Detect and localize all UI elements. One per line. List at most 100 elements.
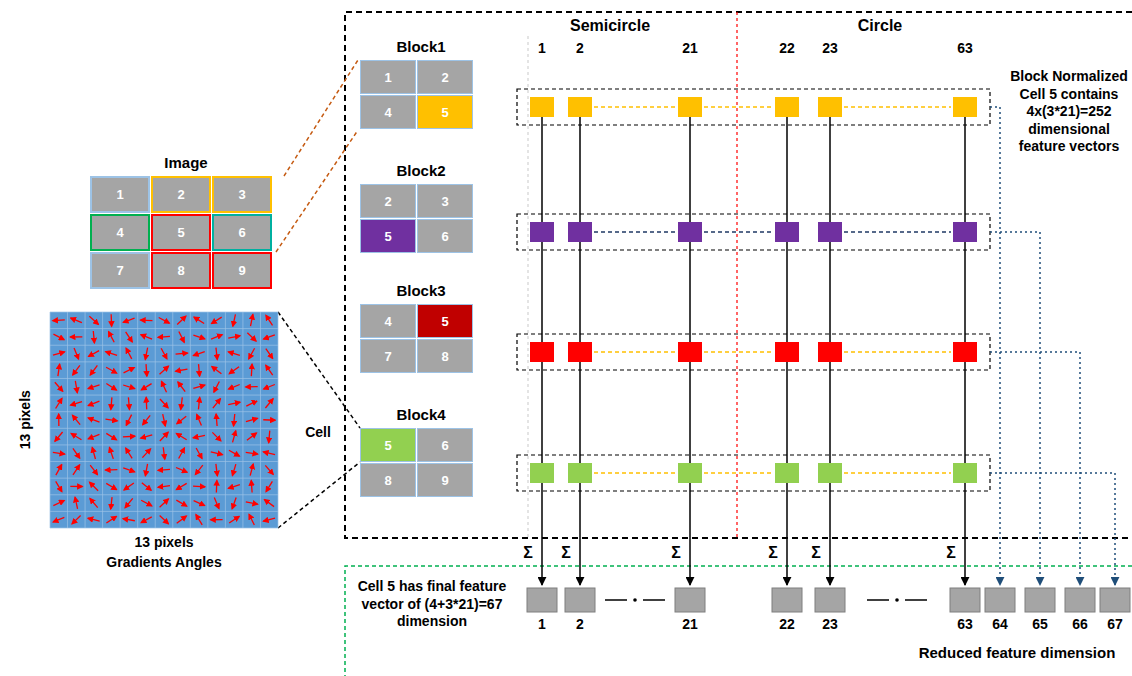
gradient-arrow	[179, 448, 185, 458]
gradient-arrow	[158, 486, 170, 488]
pixel-grid	[50, 378, 278, 379]
gradient-arrow	[212, 317, 222, 323]
gradient-arrow	[161, 381, 166, 392]
pixel-grid	[242, 312, 243, 528]
feature-square	[678, 463, 702, 483]
grid-cell: 6	[212, 214, 272, 251]
gradient-arrow	[196, 515, 202, 525]
feature-square	[775, 463, 799, 483]
cell-number: 8	[441, 349, 448, 364]
gradient-arrow	[228, 485, 239, 489]
gradient-arrow	[93, 331, 94, 343]
grid-cell: 3	[212, 176, 272, 213]
gradient-arrow	[75, 381, 77, 393]
gradient-arrow	[123, 468, 134, 472]
gradient-arrow	[163, 414, 166, 426]
gradient-arrow	[111, 397, 112, 409]
grid-cell: 6	[417, 428, 473, 462]
sum-line	[964, 117, 966, 222]
diagram-label: Σ	[667, 543, 685, 563]
diagram-label: Block Normalized Cell 5 contains 4x(3*21…	[1008, 68, 1130, 156]
gradient-arrow	[193, 485, 205, 487]
output-feature-box	[985, 588, 1015, 612]
cell-number: 1	[384, 70, 391, 85]
gradient-arrow	[195, 465, 202, 474]
grid-cell: 7	[90, 252, 150, 289]
gradient-arrow	[123, 318, 134, 322]
feature-square	[678, 97, 702, 117]
gradient-arrow	[88, 434, 99, 438]
pixel-grid	[50, 461, 278, 462]
sum-line	[541, 117, 543, 222]
cell-number: 5	[441, 105, 448, 120]
gradient-arrow	[233, 431, 236, 443]
gradient-arrow	[140, 319, 152, 321]
gradient-arrow	[251, 314, 253, 326]
feature-square	[530, 97, 554, 117]
gradient-arrow	[163, 447, 165, 459]
normalization-arrow	[990, 107, 1000, 585]
gradient-arrow	[106, 483, 116, 489]
gradient-arrow	[264, 385, 275, 389]
feature-square	[775, 342, 799, 362]
grid-cell: 4	[360, 304, 416, 338]
gradient-arrow	[142, 449, 150, 458]
gradient-arrow	[232, 497, 236, 508]
bottom-dashed-frame	[345, 566, 1132, 676]
outer-dashed-frame	[345, 12, 1132, 538]
gradient-arrow	[176, 433, 186, 439]
gradient-arrow	[55, 432, 63, 441]
sum-arrow	[964, 483, 966, 585]
gradient-arrow	[56, 398, 62, 408]
cell-number: 2	[177, 187, 184, 202]
gradient-arrow	[53, 334, 64, 340]
gradient-arrow	[269, 431, 270, 443]
gradient-arrow	[179, 332, 184, 343]
gradient-arrow	[176, 369, 188, 371]
gradient-arrow	[264, 500, 274, 507]
cell-number: 8	[177, 263, 184, 278]
diagram-label: 22	[772, 40, 802, 58]
gradient-arrow	[250, 464, 253, 476]
output-feature-box	[1025, 588, 1055, 612]
grid-cell: 5	[360, 219, 416, 253]
diagram-label: 23	[815, 616, 845, 634]
gradient-arrow	[141, 384, 151, 390]
grid-cell: 3	[417, 184, 473, 218]
cell-gradient-picture	[50, 312, 278, 528]
gradient-arrow	[126, 415, 131, 426]
gradient-arrow	[229, 384, 240, 389]
gradient-arrow	[247, 333, 256, 341]
grid-cell: 5	[360, 428, 416, 462]
gradient-arrow	[247, 433, 257, 440]
zoom-leader-lines	[278, 462, 360, 528]
pixel-grid	[50, 328, 278, 329]
gradient-arrow	[158, 469, 170, 471]
sum-arrow	[786, 483, 788, 585]
gradient-arrow	[143, 415, 151, 424]
gradient-arrow	[105, 469, 117, 471]
gradient-arrow	[88, 401, 99, 405]
diagram-label: 13 pixels	[109, 534, 219, 552]
feature-row	[517, 89, 990, 491]
gradient-arrow	[89, 351, 99, 357]
gradient-arrow	[265, 465, 273, 474]
gradient-arrow	[199, 364, 200, 376]
gradient-arrow	[160, 366, 169, 374]
cell-number: 4	[384, 105, 391, 120]
gradient-arrow	[214, 498, 219, 509]
gradient-arrow	[193, 335, 204, 339]
cell-gradient-picture	[50, 312, 278, 528]
gradient-arrow	[246, 418, 258, 421]
feature-square	[568, 463, 592, 483]
feature-square	[775, 97, 799, 117]
cell-number: 6	[441, 438, 448, 453]
gradient-arrow	[141, 517, 152, 523]
ellipsis-line	[594, 472, 676, 474]
gradient-arrow	[109, 332, 115, 343]
gradient-arrow	[53, 352, 65, 355]
feature-square	[818, 463, 842, 483]
gradient-arrow	[263, 518, 275, 521]
feature-square	[953, 463, 977, 483]
